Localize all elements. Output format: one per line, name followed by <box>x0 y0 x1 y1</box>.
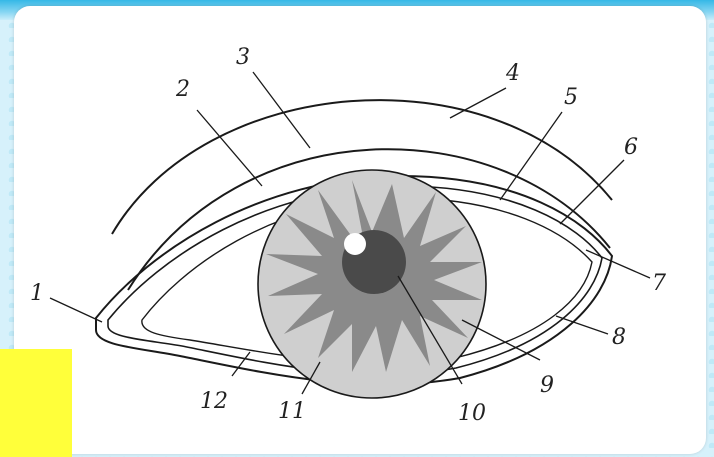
label-11: 11 <box>278 399 306 424</box>
label-7: 7 <box>652 271 666 296</box>
label-4: 4 <box>505 61 520 86</box>
label-9: 9 <box>540 373 554 398</box>
pupil-highlight <box>344 233 366 255</box>
label-2: 2 <box>175 77 190 102</box>
highlight-box <box>0 349 72 457</box>
label-8: 8 <box>612 325 626 350</box>
label-5: 5 <box>564 85 578 110</box>
label-1: 1 <box>30 281 44 306</box>
label-6: 6 <box>624 135 638 160</box>
label-12: 12 <box>200 389 228 414</box>
label-10: 10 <box>458 401 486 426</box>
label-3: 3 <box>236 45 250 70</box>
